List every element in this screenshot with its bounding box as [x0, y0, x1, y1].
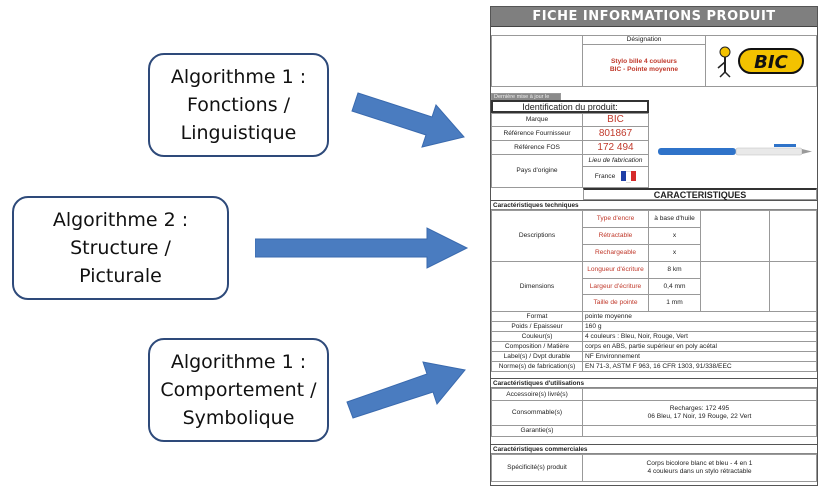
brand-logo: BIC: [705, 35, 817, 87]
rechargeable-value: x: [648, 244, 701, 262]
pen-image: [658, 144, 812, 156]
ref-fournisseur-value: 801867: [582, 126, 649, 141]
descriptions-label: Descriptions: [491, 210, 583, 262]
largeur-label: Largeur d'écriture: [582, 278, 649, 295]
ref-fos-label: Référence FOS: [491, 140, 583, 155]
consommable-value: Recharges: 172 495 06 Bleu, 17 Noir, 19 …: [582, 400, 817, 426]
dimensions-label: Dimensions: [491, 261, 583, 312]
box-line: Picturale: [79, 265, 162, 287]
specificite-value: Corps bicolore blanc et bleu - 4 en 1 4 …: [582, 454, 817, 482]
longueur-value: 8 km: [648, 261, 701, 279]
consommable-line: 06 Bleu, 17 Noir, 19 Rouge, 22 Vert: [647, 413, 752, 420]
marque-value: BIC: [582, 113, 649, 127]
product-info-sheet: FICHE INFORMATIONS PRODUIT Désignation S…: [490, 6, 818, 486]
designation-value: Stylo bille 4 couleurs BIC - Pointe moye…: [582, 44, 706, 87]
specificite-line: 4 couleurs dans un stylo rétractable: [647, 468, 752, 475]
box-line: Algorithme 1 :: [170, 66, 307, 88]
taille-value: 1 mm: [648, 294, 701, 312]
box-line: Fonctions /: [186, 94, 291, 116]
algorithm-box-1: Algorithme 1 : Fonctions / Linguistique: [148, 53, 329, 157]
rechargeable-label: Rechargeable: [582, 244, 649, 262]
consommable-label: Consommable(s): [491, 400, 583, 426]
garantie-label: Garantie(s): [491, 425, 583, 437]
taille-label: Taille de pointe: [582, 294, 649, 312]
ref-fos-value: 172 494: [582, 140, 649, 155]
identification-title: Identification du produit:: [491, 100, 649, 113]
french-flag-icon: [621, 171, 637, 183]
type-encre-label: Type d'encre: [582, 210, 649, 228]
garantie-value: [582, 425, 817, 437]
box-line: Symbolique: [182, 407, 295, 429]
tech-section-header: Caractéristiques techniques: [491, 200, 817, 210]
pays-label: Pays d'origine: [491, 154, 583, 188]
longueur-label: Longueur d'écriture: [582, 261, 649, 279]
box-line: Comportement /: [160, 379, 317, 401]
empty-col-a: [700, 210, 770, 262]
row-label: Norme(s) de fabrication(s): [491, 361, 583, 372]
designation-line: Stylo bille 4 couleurs: [611, 57, 677, 65]
bic-logo-icon: BIC: [717, 46, 804, 78]
consommable-line: Recharges: 172 495: [669, 405, 730, 412]
pays-text: France: [594, 173, 616, 180]
util-section-header: Caractéristiques d'utilisations: [491, 378, 817, 388]
largeur-value: 0,4 mm: [648, 278, 701, 295]
ref-fournisseur-label: Référence Fournisseur: [491, 126, 583, 141]
box-line: Algorithme 2 :: [52, 209, 189, 231]
box-line: Structure /: [70, 237, 171, 259]
empty-col-c: [700, 261, 770, 312]
empty-col-d: [769, 261, 817, 312]
specificite-label: Spécificité(s) produit: [491, 454, 583, 482]
row-value: EN 71-3, ASTM F 963, 16 CFR 1303, 91/338…: [582, 361, 817, 372]
algorithm-box-3: Algorithme 1 : Comportement / Symbolique: [148, 338, 329, 442]
specificite-line: Corps bicolore blanc et bleu - 4 en 1: [646, 460, 753, 467]
box-line: Linguistique: [180, 122, 297, 144]
retractable-value: x: [648, 227, 701, 245]
algorithm-box-2: Algorithme 2 : Structure / Picturale: [12, 196, 229, 300]
empty-col-b: [769, 210, 817, 262]
designation-line: BIC - Pointe moyenne: [609, 65, 679, 73]
arrow-3: [346, 361, 466, 419]
retractable-label: Rétractable: [582, 227, 649, 245]
arrow-1: [351, 92, 465, 148]
caracteristiques-title: CARACTERISTIQUES: [583, 188, 817, 200]
arrow-2: [255, 227, 469, 269]
box-line: Algorithme 1 :: [170, 351, 307, 373]
type-encre-value: à base d'huile: [648, 210, 701, 228]
pays-value: France: [582, 166, 649, 188]
sheet-title: FICHE INFORMATIONS PRODUIT: [491, 7, 817, 27]
bic-logo-text: BIC: [754, 52, 788, 73]
marque-label: Marque: [491, 113, 583, 127]
comm-section-header: Caractéristiques commerciales: [491, 444, 817, 454]
designation-empty-cell: [491, 35, 583, 87]
